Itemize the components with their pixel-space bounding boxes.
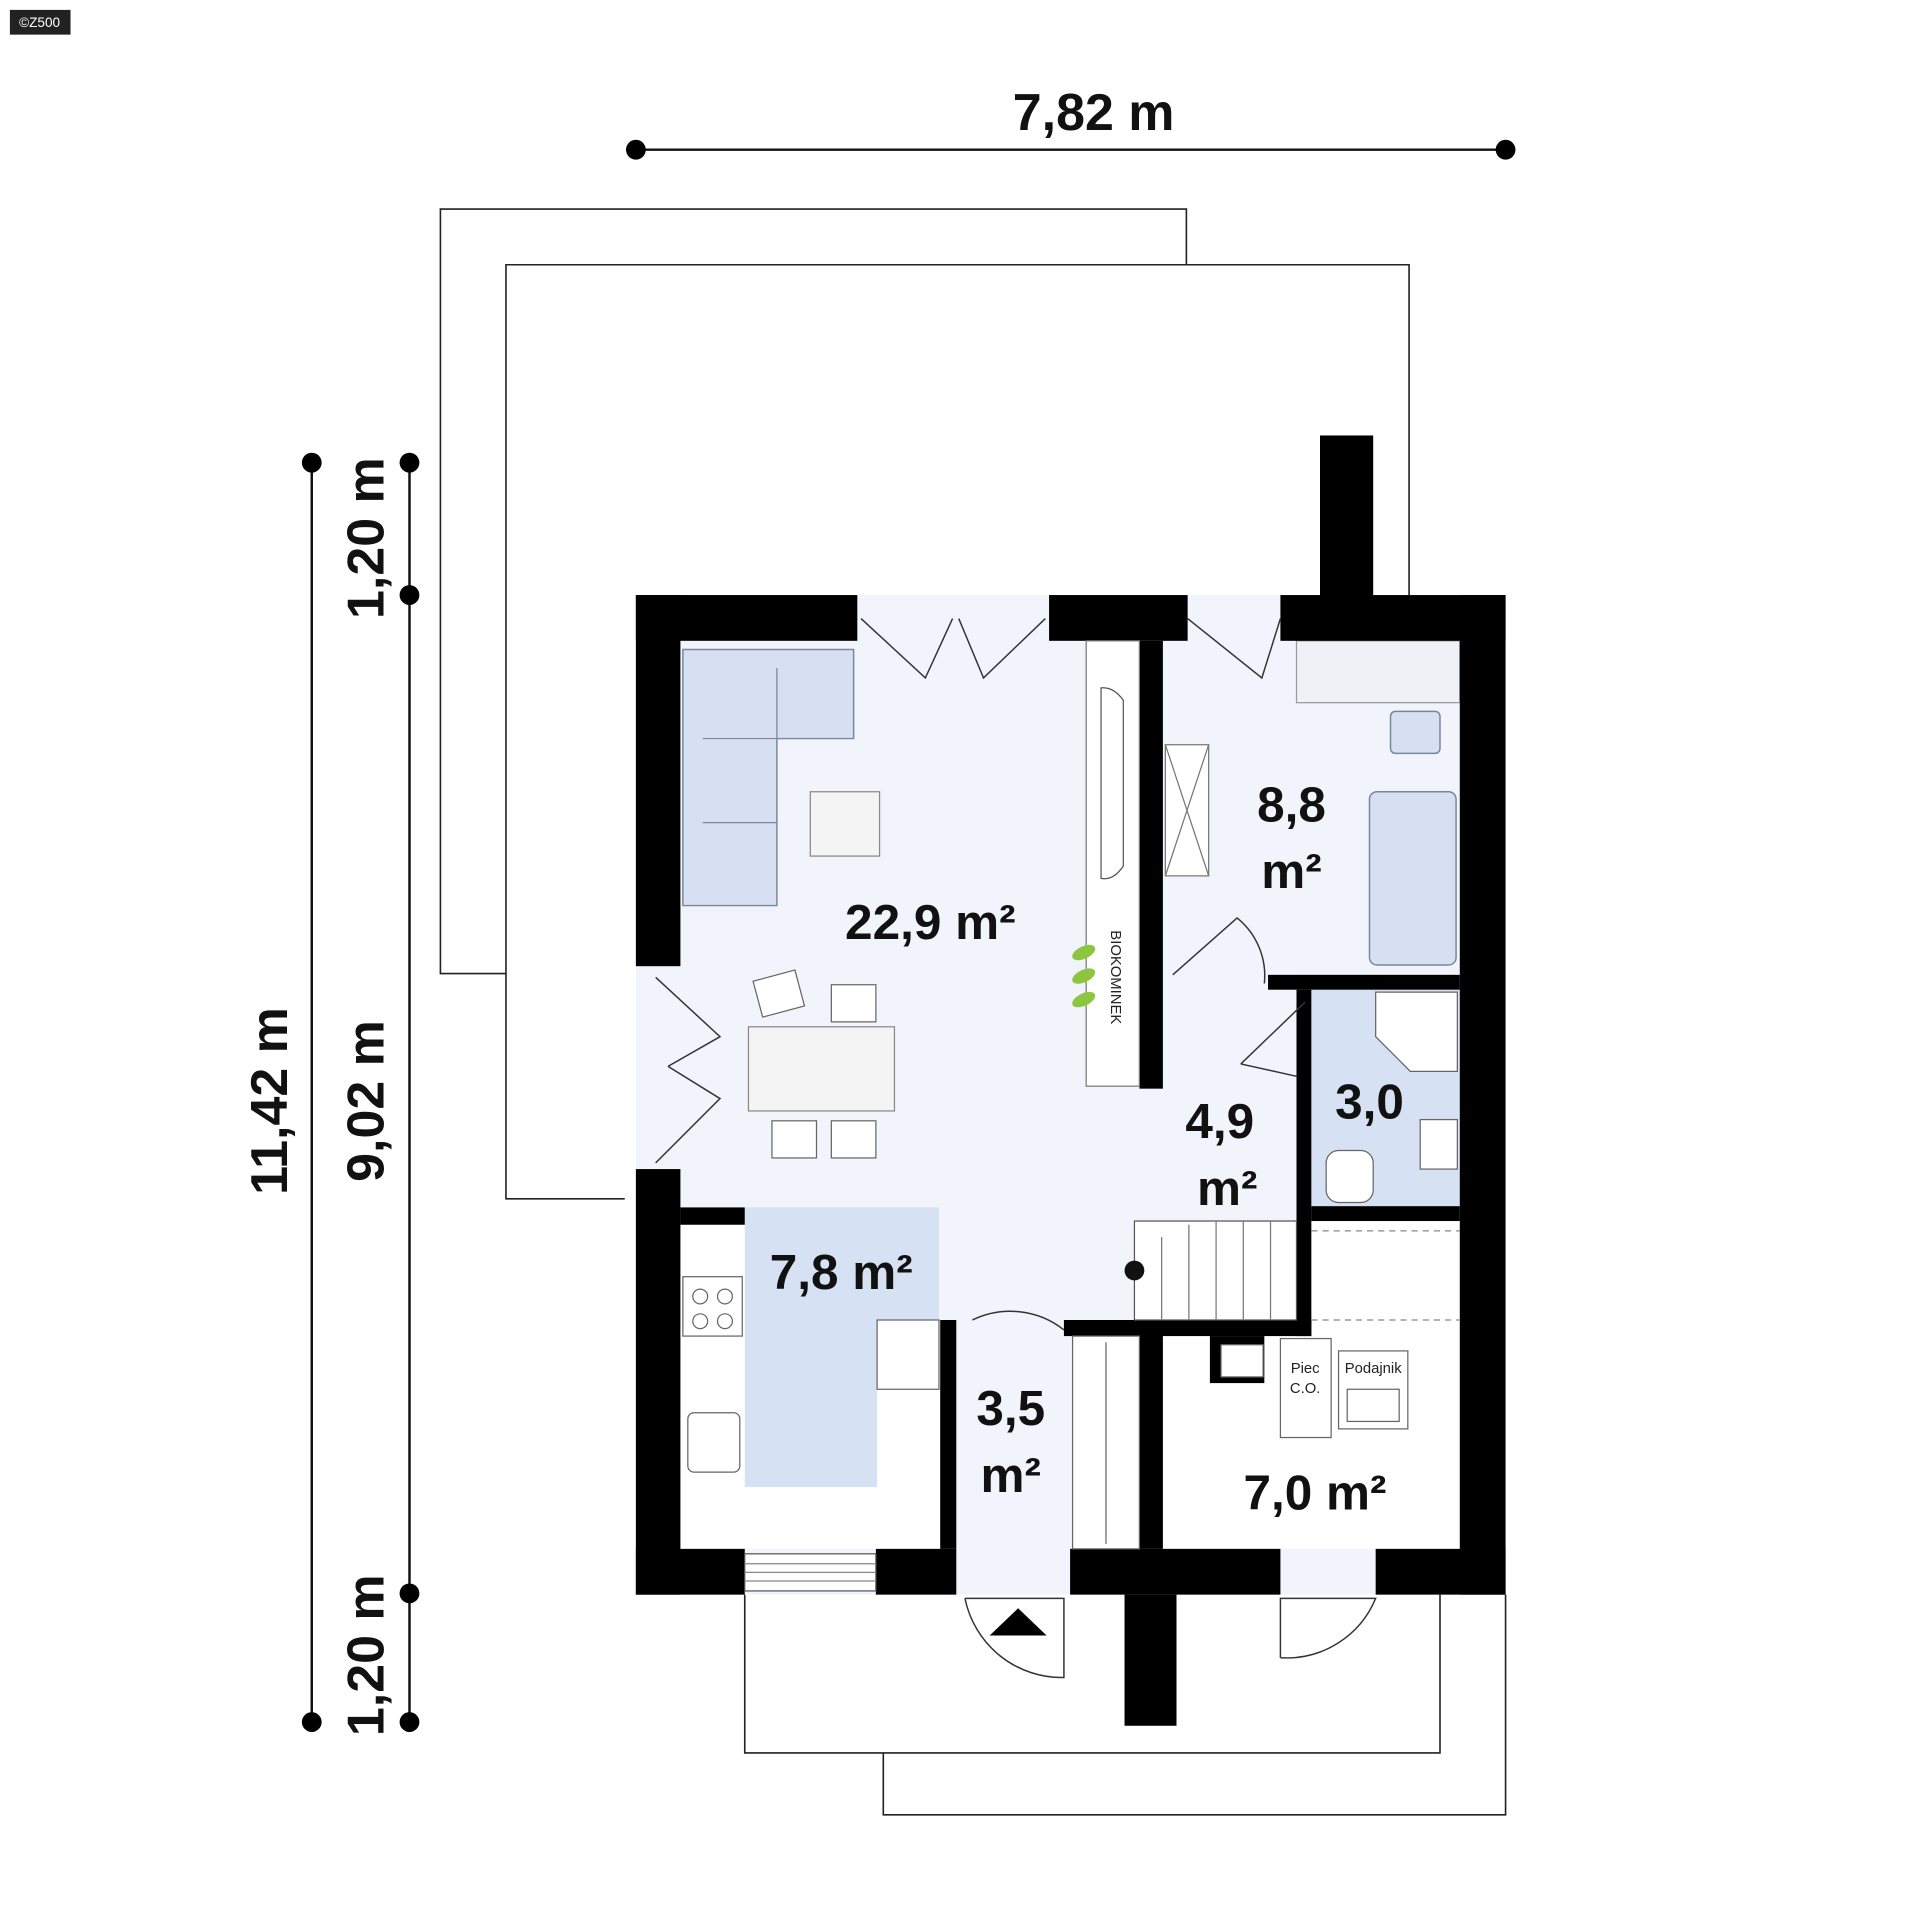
study-area-unit: m² [1261,844,1321,899]
toilet [1325,1149,1374,1204]
shower [1375,991,1458,1072]
feeder-label: Podajnik [1345,1361,1402,1377]
coffee-table [809,791,881,857]
study-area-label: 8,8 [1257,777,1326,832]
dim-width-label: 7,82 m [1013,84,1175,142]
boiler-label: Piec [1291,1361,1320,1377]
stairs [1133,1220,1298,1321]
office-chair [1389,710,1441,755]
living-area-label: 22,9 m² [845,895,1015,950]
leaf-icon [1072,944,1096,1008]
bathroom-area-label: 3,0 [1335,1074,1404,1129]
desk [1295,640,1461,704]
dining-table [747,1026,896,1112]
vestibule-area-unit: m² [980,1448,1040,1503]
dim-total-depth: 11,42 m [241,1007,299,1195]
kitchen-area-label: 7,8 m² [770,1245,913,1300]
fireplace-label: BIOKOMINEK [1107,930,1123,1024]
hall-area-unit: m² [1197,1161,1257,1216]
dim-building-depth: 9,02 m [338,1020,396,1182]
vestibule-area-label: 3,5 [976,1381,1045,1436]
roof-outline [505,263,1410,1200]
boiler [1279,1337,1332,1439]
dim-dot [625,139,646,160]
sink [1419,1118,1458,1170]
dim-overhang-top: 1,20 m [338,457,396,619]
walls [635,435,1506,1726]
fridge [876,1319,940,1390]
hall-area-label: 4,9 [1185,1094,1254,1149]
dim-dot [1495,139,1516,160]
chimney-flue [1220,1344,1264,1378]
porch-outline [882,1594,1507,1816]
entrance-arrow-icon [989,1608,1047,1636]
kitchen-sink [687,1412,741,1473]
study-sofa [1368,791,1457,966]
boiler-room-area-label: 7,0 m² [1244,1465,1387,1520]
doors [655,617,1377,1679]
dim-overhang-bottom: 1,20 m [338,1574,396,1736]
stove [682,1276,743,1337]
watermark-badge [9,9,71,35]
roof-outline-back [439,208,1188,975]
watermark: ©Z500 [19,15,60,30]
boiler-label-2: C.O. [1290,1381,1320,1397]
terrace-outline [743,1594,1441,1754]
